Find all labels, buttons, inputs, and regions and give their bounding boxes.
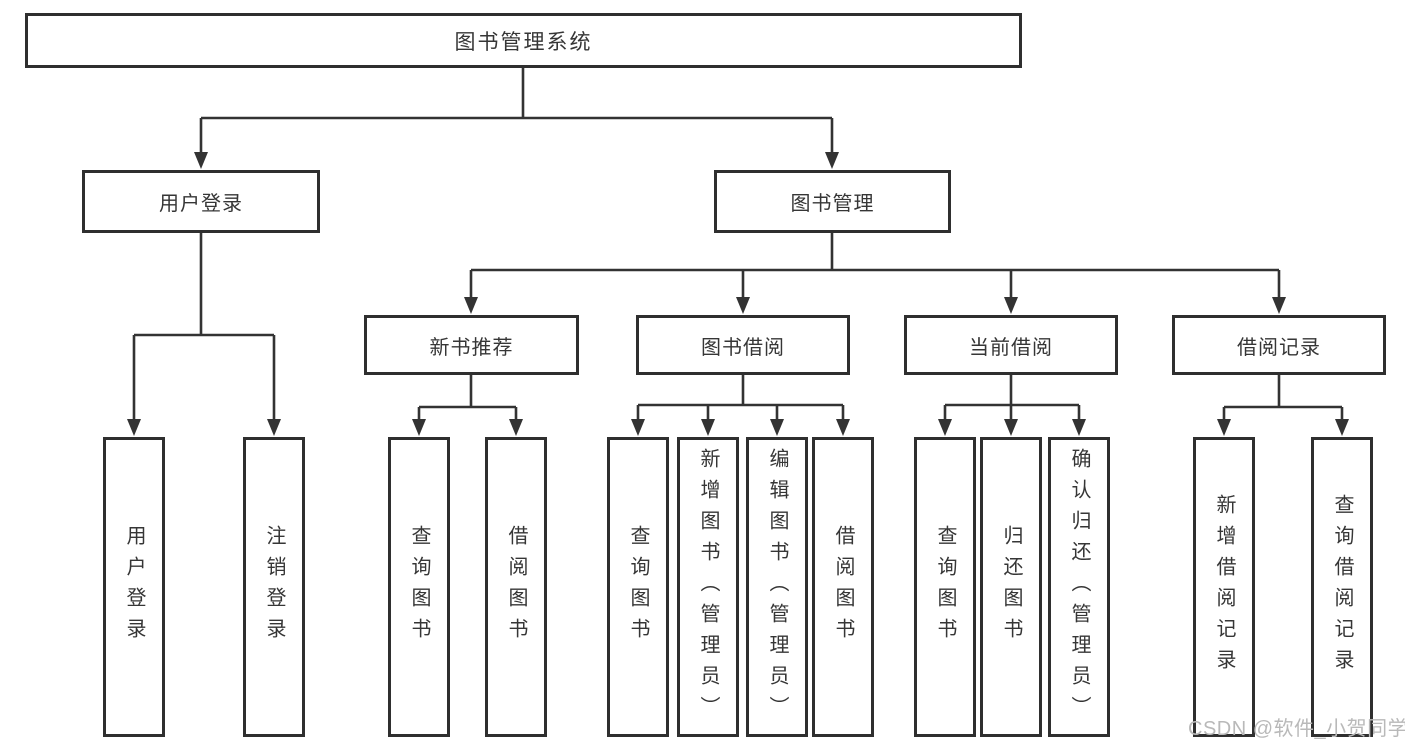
arrowheads bbox=[127, 152, 1349, 436]
leaf-newbook-borrow-books-label: 借阅图书 bbox=[505, 525, 527, 649]
leaf-confirm-return-admin-label: 确认归还（管理员） bbox=[1068, 447, 1090, 727]
leaf-query-borrow-record: 查询借阅记录 bbox=[1311, 437, 1373, 737]
leaf-borrow-books-label: 借阅图书 bbox=[832, 525, 854, 649]
node-book-borrowing: 图书借阅 bbox=[636, 315, 850, 375]
leaf-add-borrow-record: 新增借阅记录 bbox=[1193, 437, 1255, 737]
leaf-confirm-return-admin: 确认归还（管理员） bbox=[1048, 437, 1110, 737]
leaf-borrow-query-books: 查询图书 bbox=[607, 437, 669, 737]
node-user-login-label: 用户登录 bbox=[159, 193, 243, 215]
leaf-logout-label: 注销登录 bbox=[263, 525, 285, 649]
leaf-add-borrow-record-label: 新增借阅记录 bbox=[1213, 494, 1235, 680]
csdn-watermark: CSDN @软件_小贺同学 bbox=[1188, 718, 1405, 740]
leaf-newbook-query-books-label: 查询图书 bbox=[408, 525, 430, 649]
leaf-newbook-query-books: 查询图书 bbox=[388, 437, 450, 737]
leaf-add-books-admin: 新增图书（管理员） bbox=[677, 437, 739, 737]
leaf-edit-books-admin: 编辑图书（管理员） bbox=[746, 437, 808, 737]
node-library-system-label: 图书管理系统 bbox=[454, 30, 593, 54]
leaf-borrow-books: 借阅图书 bbox=[812, 437, 874, 737]
leaf-add-books-admin-label: 新增图书（管理员） bbox=[697, 447, 719, 727]
node-book-management: 图书管理 bbox=[714, 170, 951, 233]
leaf-user-login: 用户登录 bbox=[103, 437, 165, 737]
leaf-current-query-books: 查询图书 bbox=[914, 437, 976, 737]
leaf-newbook-borrow-books: 借阅图书 bbox=[485, 437, 547, 737]
leaf-return-books: 归还图书 bbox=[980, 437, 1042, 737]
leaf-user-login-label: 用户登录 bbox=[123, 525, 145, 649]
leaf-return-books-label: 归还图书 bbox=[1000, 525, 1022, 649]
leaf-edit-books-admin-label: 编辑图书（管理员） bbox=[766, 447, 788, 727]
node-new-book-recommend-label: 新书推荐 bbox=[429, 336, 514, 359]
node-borrowing-records: 借阅记录 bbox=[1172, 315, 1386, 375]
node-borrowing-records-label: 借阅记录 bbox=[1237, 336, 1321, 359]
node-library-system: 图书管理系统 bbox=[25, 13, 1022, 68]
node-book-borrowing-label: 图书借阅 bbox=[701, 336, 785, 359]
node-book-management-label: 图书管理 bbox=[790, 193, 875, 215]
leaf-query-borrow-record-label: 查询借阅记录 bbox=[1331, 494, 1353, 680]
leaf-borrow-query-books-label: 查询图书 bbox=[627, 525, 649, 649]
leaf-current-query-books-label: 查询图书 bbox=[934, 525, 956, 649]
leaf-logout: 注销登录 bbox=[243, 437, 305, 737]
node-current-borrowing-label: 当前借阅 bbox=[969, 336, 1053, 359]
node-user-login: 用户登录 bbox=[82, 170, 320, 233]
node-new-book-recommend: 新书推荐 bbox=[364, 315, 579, 375]
node-current-borrowing: 当前借阅 bbox=[904, 315, 1118, 375]
